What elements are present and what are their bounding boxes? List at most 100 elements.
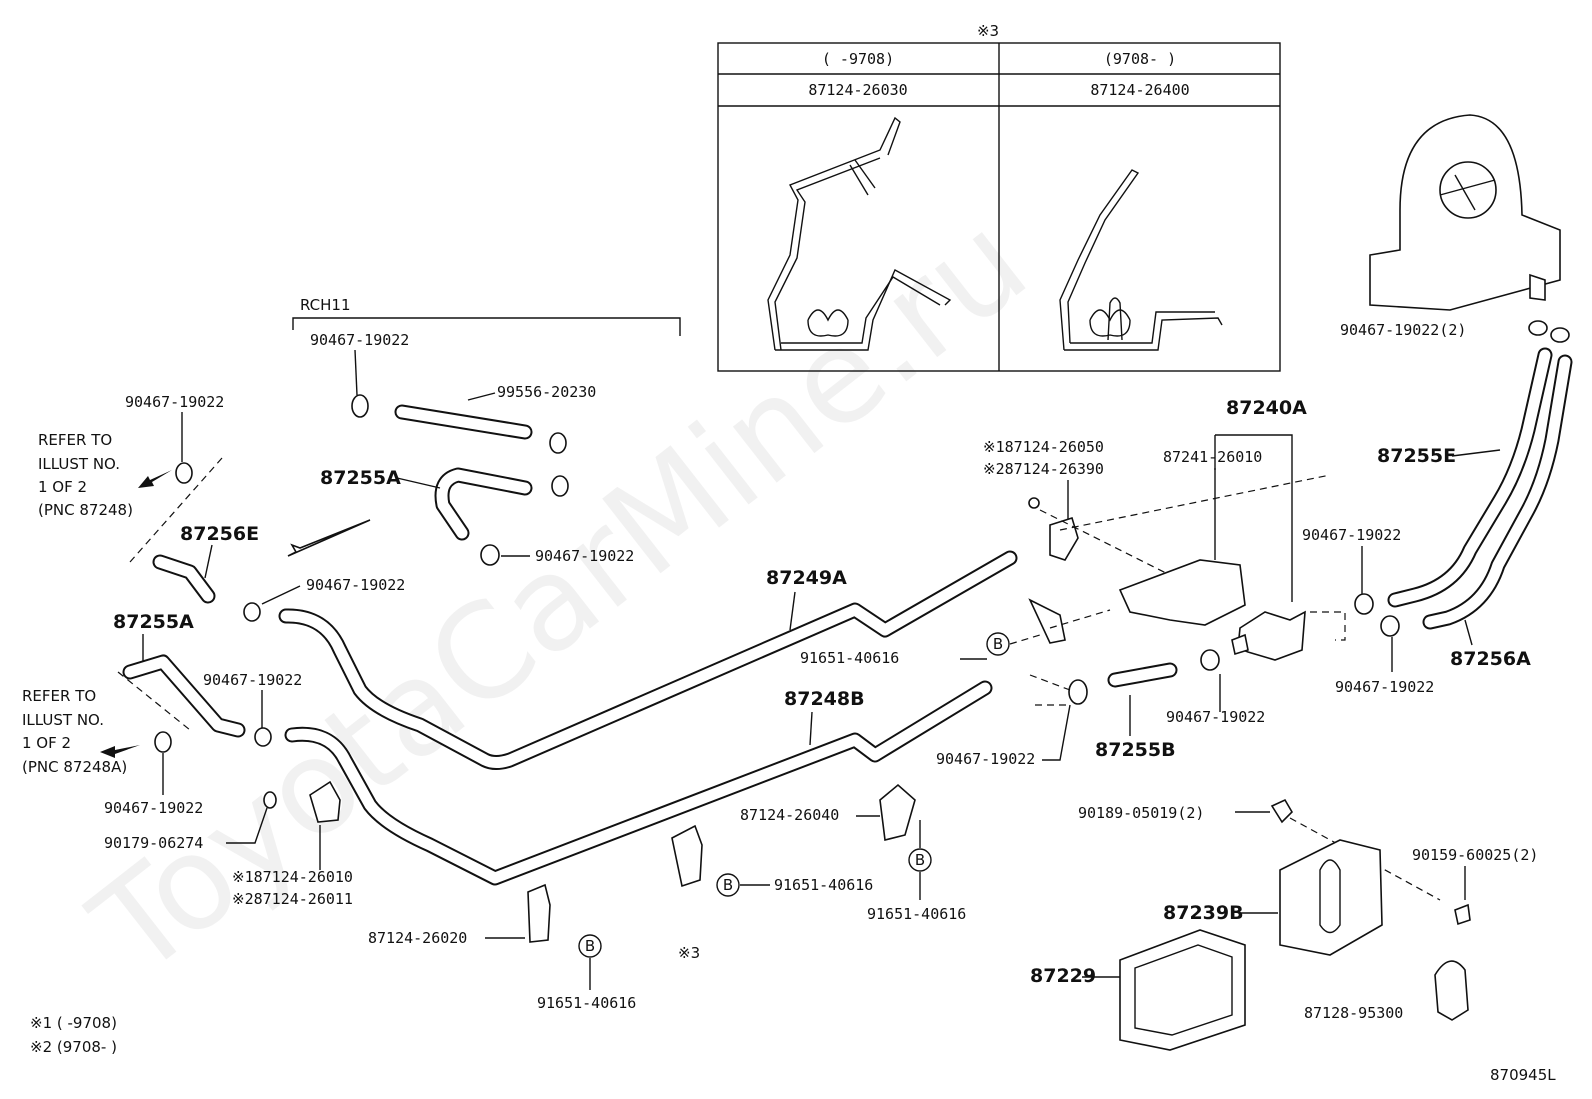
b-mark-1-text: B: [585, 937, 595, 955]
screw-b-part: [1454, 903, 1471, 926]
clamp-26020-label: 87124-26020: [368, 929, 467, 947]
rch11-group: RCH11 90467-19022 99556-20230 87255A 904…: [287, 296, 681, 566]
clamp-g-label: 90467-19022: [936, 750, 1035, 768]
part-87255A-top: 87255A: [320, 467, 401, 489]
clamp-f-label: 90467-19022: [1166, 708, 1265, 726]
refer1-l2: ILLUST NO.: [38, 455, 120, 473]
screw-b-label: 90159-60025(2): [1412, 846, 1538, 864]
bracket-26030-drawing: [767, 116, 952, 351]
nut-label: 90179-06274: [104, 834, 203, 852]
clamp-a-part: [480, 544, 500, 566]
b-mark-2: [716, 873, 740, 897]
clamp-f-part: [1200, 649, 1220, 671]
rch11-clamp-label: 90467-19022: [310, 331, 409, 349]
part-87249A: 87249A: [766, 567, 847, 589]
clip-1a-label: ※187124-26050: [983, 438, 1104, 456]
part-87255E: 87255E: [1377, 445, 1456, 467]
refer1-l1: REFER TO: [38, 431, 112, 449]
refer1-l3: 1 OF 2: [38, 478, 87, 496]
refer1-l4: (PNC 87248): [38, 501, 133, 519]
duct-group: 90189-05019(2) 87239B 90159-60025(2) 872…: [1030, 798, 1538, 1051]
clamp-i-label: 90467-19022: [1335, 678, 1434, 696]
clamp-g-part: [1068, 679, 1088, 705]
inset-marker: ※3: [977, 22, 999, 40]
part-87248B: 87248B: [784, 688, 865, 710]
bolt-1-label: 91651-40616: [537, 994, 636, 1012]
left-refer-group: 90467-19022 REFER TO ILLUST NO. 1 OF 2 (…: [22, 393, 405, 908]
pipe-87249A: 87249A: [278, 550, 1018, 770]
inset-box: ※3 ( -9708) (9708- ) 87124-26030 87124-2…: [717, 22, 1281, 372]
clip-left-part: [309, 780, 341, 823]
clamp-e-part: [154, 731, 172, 753]
clamp-d-label: 90467-19022: [203, 671, 302, 689]
inset-col1-part: 87124-26030: [808, 81, 907, 99]
clamp-d-part: [254, 727, 272, 747]
clamp-b-label: 90467-19022: [125, 393, 224, 411]
clamp-b-part: [175, 462, 193, 484]
direction-arrow: [287, 519, 371, 557]
rch11-clamp-part: [351, 394, 369, 418]
valve-bracket-87241: [1118, 559, 1246, 626]
valve-87240A: [1237, 610, 1306, 661]
clamp-c-label: 90467-19022: [306, 576, 405, 594]
refer2-l3: 1 OF 2: [22, 734, 71, 752]
part-87255A-left: 87255A: [113, 611, 194, 633]
clamp-e-label: 90467-19022: [104, 799, 203, 817]
clamp-26040-part: [879, 783, 916, 841]
refer2-l1: REFER TO: [22, 687, 96, 705]
inset-col2-range: (9708- ): [1104, 50, 1176, 68]
clamp-a-label: 90467-19022: [535, 547, 634, 565]
clamp-j-part: [1528, 320, 1548, 336]
b-mark-4: [986, 632, 1010, 656]
b-mark-4-text: B: [993, 635, 1003, 653]
clamp-26020-part: [527, 883, 551, 943]
duct-87239B: [1279, 839, 1383, 956]
inset-col2-part: 87124-26400: [1090, 81, 1189, 99]
b-mark-2-text: B: [723, 876, 733, 894]
screw-a-label: 90189-05019(2): [1078, 804, 1204, 822]
clamp-h-part: [1354, 593, 1374, 615]
clamp-i-part: [1380, 615, 1400, 637]
refer2-l2: ILLUST NO.: [22, 711, 104, 729]
bottom-clamps: 87124-26020 B 91651-40616 B 91651-40616 …: [368, 783, 966, 1012]
part-87256E: 87256E: [180, 523, 259, 545]
diagram-id: 870945L: [1490, 1066, 1556, 1084]
valve-group: ※187124-26050 ※287124-26390 B 91651-4061…: [800, 397, 1331, 768]
refer2-arrow: [100, 745, 140, 758]
footnote-2: ※2 (9708- ): [30, 1038, 117, 1056]
clamp-h-label: 90467-19022: [1302, 526, 1401, 544]
refer1-arrow: [138, 470, 172, 488]
rch11-label: RCH11: [300, 296, 351, 314]
refer2-l4: (PNC 87248A): [22, 758, 127, 776]
frame-87229: [1119, 929, 1246, 1051]
nut-part: [263, 791, 277, 809]
b-mark-3: [908, 848, 932, 872]
rch11-hose-label: 99556-20230: [497, 383, 596, 401]
heater-group: 90467-19022(2) 87255E 87256A 90467-19022…: [1302, 114, 1573, 696]
b-mark-1: [578, 934, 602, 958]
clip-1b-label: ※287124-26390: [983, 460, 1104, 478]
clip-1-part: [1049, 516, 1079, 561]
clamp-c-part: [243, 602, 261, 622]
bracket-plate: [1028, 598, 1066, 644]
inset-col1-range: ( -9708): [822, 50, 894, 68]
clip-2b-label: ※287124-26011: [232, 890, 353, 908]
grommet-part: [1434, 960, 1469, 1021]
clamp-mark3-part: [671, 824, 703, 888]
clip-2a-label: ※187124-26010: [232, 868, 353, 886]
b-mark-3-text: B: [915, 851, 925, 869]
bolt-2-label: 91651-40616: [774, 876, 873, 894]
footnote-1: ※1 ( -9708): [30, 1014, 117, 1032]
bolt-3-label: 91651-40616: [867, 905, 966, 923]
clamp-26040-label: 87124-26040: [740, 806, 839, 824]
part-87240A: 87240A: [1226, 397, 1307, 419]
mark3-label: ※3: [678, 944, 700, 962]
part-87256A: 87256A: [1450, 648, 1531, 670]
part-87239B: 87239B: [1163, 902, 1244, 924]
part-87241-label: 87241-26010: [1163, 448, 1262, 466]
part-87255B: 87255B: [1095, 739, 1176, 761]
clamp-j-label: 90467-19022(2): [1340, 321, 1466, 339]
rch11-plug-1: [549, 432, 567, 454]
